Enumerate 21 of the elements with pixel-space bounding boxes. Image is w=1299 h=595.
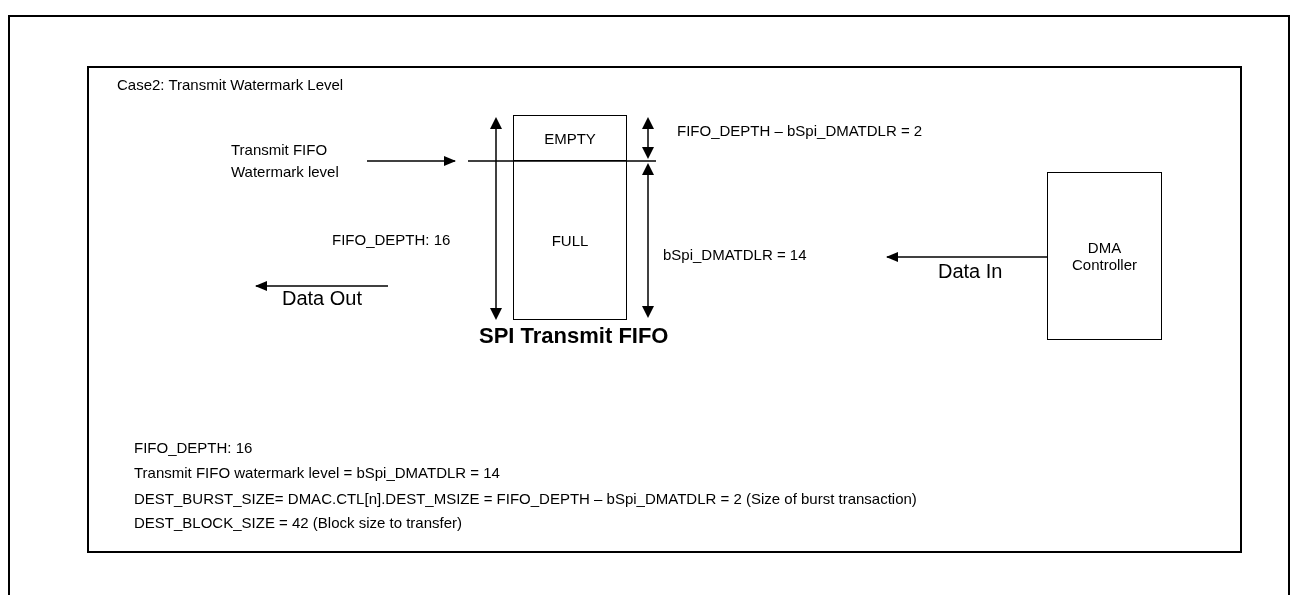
text-label: bSpi_DMATDLR = 14 [663, 246, 807, 263]
text-label: FIFO_DEPTH: 16 [332, 231, 451, 248]
text-label: FIFO_DEPTH: 16 [134, 439, 253, 456]
text-label: Data Out [282, 287, 363, 310]
text-label: DEST_BLOCK_SIZE = 42 (Block size to transfer) [134, 514, 463, 531]
arrow [366, 156, 456, 166]
text-label: SPI Transmit FIFO [479, 323, 669, 349]
arrow [886, 252, 1048, 262]
text-label: FIFO_DEPTH – bSpi_DMATDLR = 2 [677, 122, 923, 139]
process-box [513, 115, 627, 162]
box-text: EMPTY [544, 130, 596, 147]
diagram-panel [87, 66, 1242, 553]
process-box [1047, 172, 1162, 340]
edge-label: Data In [938, 260, 1003, 283]
box-text: FULL [551, 231, 589, 249]
box-text: DMA Controller [1071, 239, 1138, 273]
annotation-text: Transmit FIFO Watermark level [231, 136, 363, 186]
panel-heading: Case2: Transmit Watermark Level [117, 76, 344, 93]
text-label: DEST_BURST_SIZE= DMAC.CTL[n].DEST_MSIZE = FIFO_DEPTH – bSpi_DMATDLR = 2 (Size of burst transaction) [134, 490, 917, 507]
process-box [513, 160, 627, 320]
text-label: Transmit FIFO watermark level = bSpi_DMATDLR = 14 [134, 464, 500, 481]
